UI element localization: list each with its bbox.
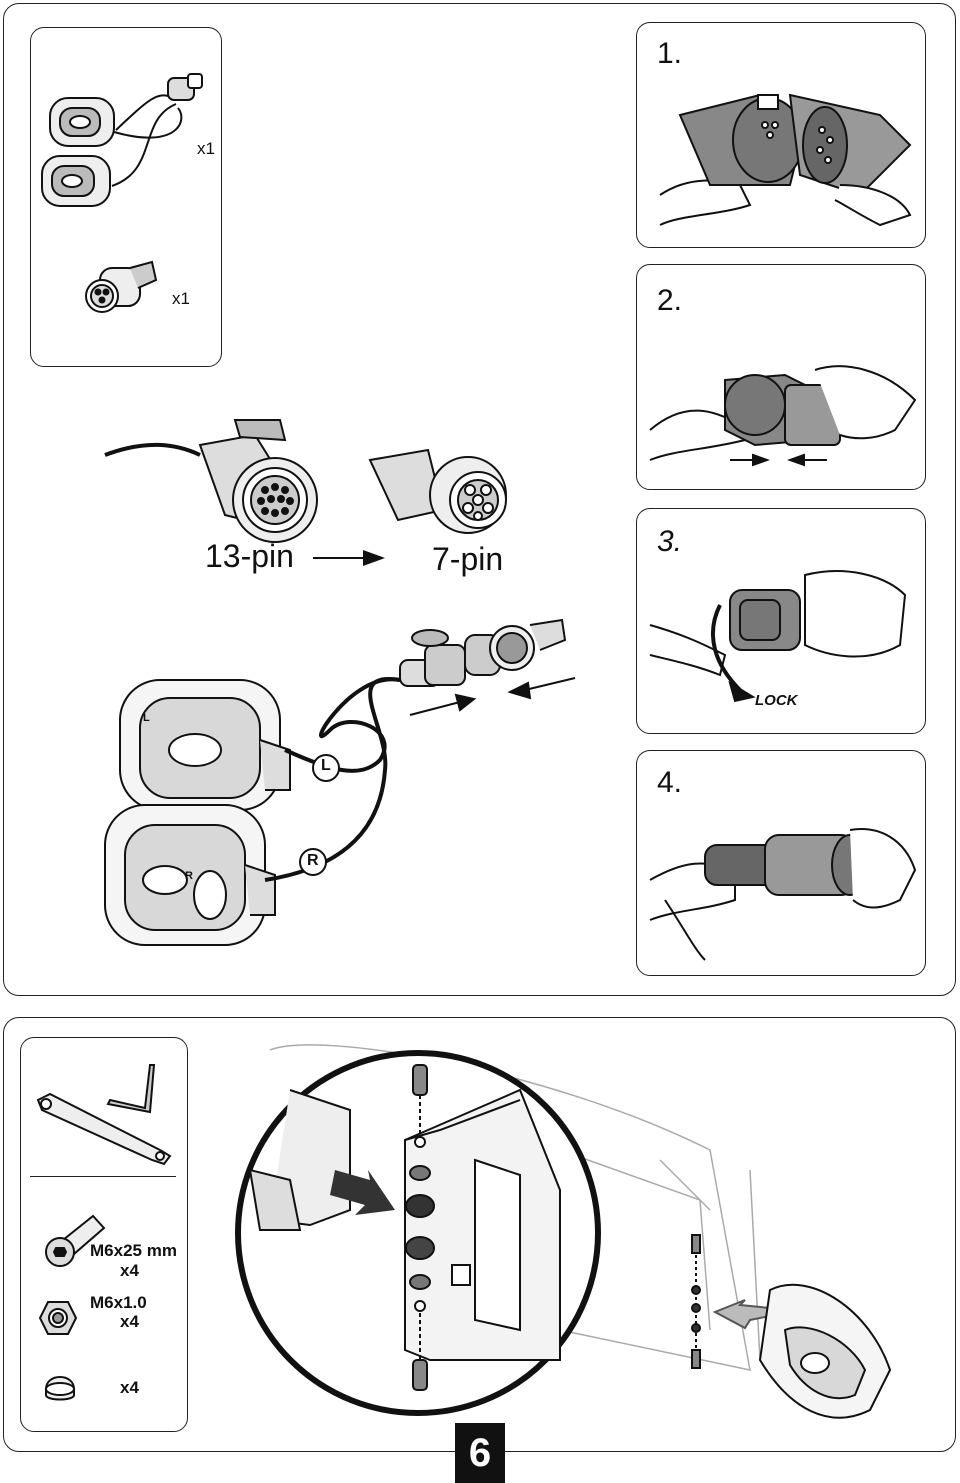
right-cable-label: R	[307, 852, 319, 869]
step-1-number: 1.	[657, 37, 683, 70]
adapter-plug-illustration	[85, 260, 158, 313]
adapter-plug-quantity: x1	[172, 289, 190, 308]
hardware-divider	[30, 1176, 176, 1177]
step-4-illustration	[649, 828, 917, 961]
wiring-assembly-illustration	[104, 618, 576, 946]
lamp-pair-illustration	[41, 73, 203, 207]
right-lamp-mark: R	[185, 870, 193, 882]
step-1-illustration	[659, 93, 912, 227]
wrench-and-hex-key-illustration	[36, 1064, 172, 1166]
bolt-icon	[45, 1214, 106, 1267]
left-cable-badge	[312, 754, 340, 782]
left-cable-label: L	[321, 757, 331, 774]
cap-icon	[45, 1376, 75, 1401]
step-2-number: 2.	[657, 284, 683, 317]
step-3-illustration	[649, 570, 907, 703]
step-2-illustration	[649, 365, 917, 467]
mounting-diagram-illustration	[235, 1044, 892, 1419]
page-number-badge: 6	[455, 1423, 505, 1483]
nut-icon	[38, 1301, 78, 1335]
lamp-pair-quantity: x1	[197, 139, 215, 158]
bolt-spec: M6x25 mm	[90, 1241, 177, 1260]
step-4-number: 4.	[657, 766, 683, 799]
left-lamp-mark: L	[143, 712, 150, 724]
thirteen-pin-label: 13-pin	[205, 538, 294, 574]
thirteen-pin-plug-illustration	[104, 419, 318, 543]
seven-pin-label: 7-pin	[432, 541, 504, 577]
right-cable-badge	[299, 848, 327, 876]
step-3-number: 3.	[657, 525, 683, 558]
lock-caption: LOCK	[755, 692, 798, 709]
bolt-quantity: x4	[120, 1261, 139, 1280]
seven-pin-plug-illustration	[368, 448, 507, 534]
nut-spec: M6x1.0	[90, 1293, 147, 1312]
conversion-arrow	[313, 550, 385, 566]
cap-quantity: x4	[120, 1378, 139, 1397]
nut-quantity: x4	[120, 1312, 139, 1331]
